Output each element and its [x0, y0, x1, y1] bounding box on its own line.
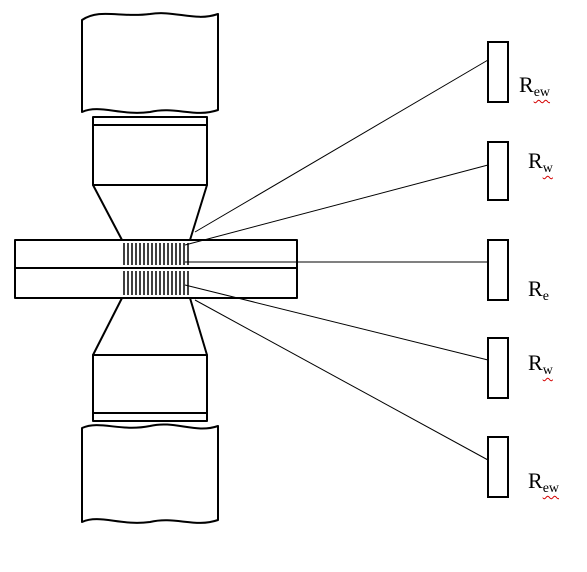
leader-line — [194, 299, 489, 461]
lower-electrode-body — [92, 354, 208, 414]
label-sheet-interface-resistance: Re — [528, 276, 549, 305]
upper-electrode-tip — [92, 184, 208, 241]
leader-line — [184, 284, 489, 361]
leader-line — [194, 59, 489, 233]
lower-holder — [81, 423, 219, 524]
upper-electrode-cap — [92, 116, 208, 126]
upper-holder — [81, 12, 219, 114]
label-lower-contact-resistance: Rw — [528, 350, 553, 379]
leader-lines — [15, 59, 489, 461]
resistor-box — [487, 239, 509, 301]
upper-electrode-body — [92, 124, 208, 186]
label-lower-electrode-wire-resistance: Rew — [528, 468, 560, 497]
weld-nugget — [123, 243, 189, 295]
resistor-box — [487, 436, 509, 498]
resistor-box — [487, 41, 509, 103]
resistor-box — [487, 337, 509, 399]
lower-electrode-tip — [92, 297, 208, 356]
leader-line — [184, 164, 489, 246]
label-upper-contact-resistance: Rw — [528, 148, 553, 177]
resistor-boxes — [487, 41, 509, 498]
lower-electrode-cap — [92, 412, 208, 422]
resistor-box — [487, 141, 509, 201]
label-upper-electrode-wire-resistance: Rew — [519, 72, 551, 101]
